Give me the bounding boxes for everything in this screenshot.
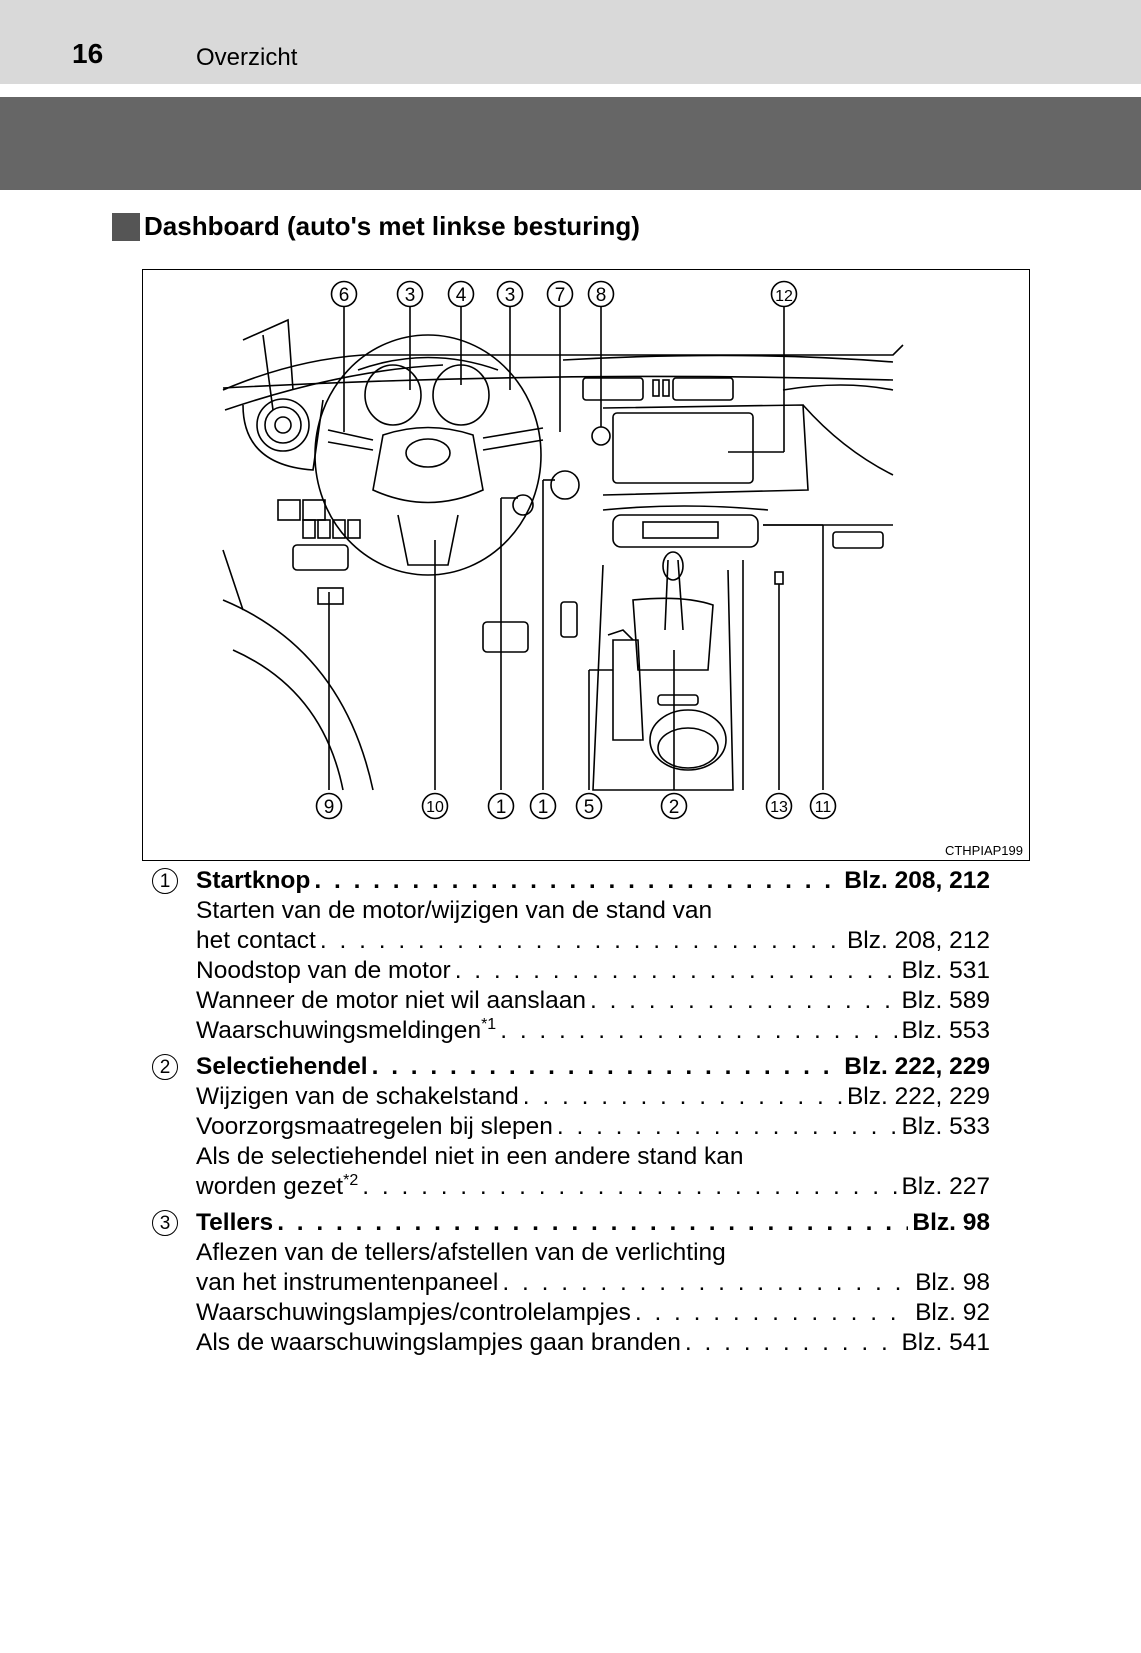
callout-label: 13 (770, 799, 788, 816)
page-reference: Blz. 227 (901, 1173, 990, 1200)
callout-label: 3 (505, 285, 516, 306)
leader-dots (635, 1298, 911, 1328)
entry-row: Starten van de motor/wijzigen van de sta… (150, 896, 990, 926)
leader-dots (685, 1328, 898, 1358)
section-title: Overzicht (196, 44, 298, 71)
entry-row: Wijzigen van de schakelstand Blz. 222, 2… (150, 1082, 990, 1112)
figure-code: CTHPIAP199 (944, 843, 1023, 858)
list-item: 2 Selectiehendel Blz. 222, 229 Wijzigen … (150, 1052, 990, 1202)
entry-text: van het instrumentenpaneel (196, 1269, 499, 1296)
page-header: 16 Overzicht (0, 0, 1141, 84)
entry-text: Noodstop van de motor (196, 957, 451, 984)
entry-text: Als de waarschuwingslampjes gaan branden (196, 1329, 681, 1356)
entry-label: worden gezet (196, 1173, 344, 1200)
leader-dots (502, 1268, 911, 1298)
page-reference: Blz. 208, 212 (846, 927, 990, 954)
entry-row: Waarschuwingsmeldingen*1 Blz. 553 (150, 1016, 990, 1046)
entry-row: worden gezet*2 Blz. 227 (150, 1172, 990, 1202)
leader-dots (277, 1208, 908, 1238)
page-number: 16 (72, 38, 104, 69)
callout-label: 1 (496, 797, 507, 818)
item-number: 2 (152, 1054, 178, 1080)
callout-label: 6 (339, 285, 350, 306)
page-reference: Blz. 222, 229 (844, 1053, 990, 1080)
list-item: 1 Startknop Blz. 208, 212 Starten van de… (150, 866, 990, 1046)
list-item: 3 Tellers Blz. 98 Aflezen van de tellers… (150, 1208, 990, 1358)
entry-text: Aflezen van de tellers/afstellen van de … (196, 1239, 726, 1266)
entry-text: Starten van de motor/wijzigen van de sta… (196, 897, 713, 924)
callout-label: 10 (426, 799, 444, 816)
callouts-top (330, 280, 798, 308)
heading-text: Dashboard (auto's met linkse besturing) (144, 211, 640, 241)
callouts-bottom (315, 792, 837, 820)
page-reference: Blz. 98 (912, 1209, 990, 1236)
page-reference: Blz. 589 (901, 987, 990, 1014)
leader-dots (557, 1112, 898, 1142)
entry-text: Voorzorgsmaatregelen bij slepen (196, 1113, 553, 1140)
page-reference: Blz. 553 (901, 1017, 990, 1044)
leader-dots (455, 956, 898, 986)
callout-label: 9 (324, 797, 335, 818)
item-title: Selectiehendel (196, 1053, 368, 1080)
callout-label: 2 (669, 797, 680, 818)
page-reference: Blz. 541 (901, 1329, 990, 1356)
dashboard-illustration: 6 3 4 3 7 8 12 9 10 1 1 5 2 13 11 CTHPIA… (142, 269, 1030, 861)
entry-row: Waarschuwingslampjes/controlelampjes Blz… (150, 1298, 990, 1328)
item-title-row: 1 Startknop Blz. 208, 212 (150, 866, 990, 896)
footnote-marker: *2 (343, 1171, 359, 1189)
callout-label: 7 (555, 285, 566, 306)
callout-label: 4 (456, 285, 467, 306)
leader-dots (320, 926, 843, 956)
page-reference: Blz. 533 (901, 1113, 990, 1140)
entry-row: Noodstop van de motor Blz. 531 (150, 956, 990, 986)
entry-label: Waarschuwingsmeldingen (196, 1017, 482, 1044)
entry-text: Waarschuwingslampjes/controlelampjes (196, 1299, 631, 1326)
page-reference: Blz. 98 (915, 1269, 990, 1296)
item-title-row: 2 Selectiehendel Blz. 222, 229 (150, 1052, 990, 1082)
entry-text: Waarschuwingsmeldingen*1 (196, 1016, 496, 1046)
page-reference: Blz. 92 (915, 1299, 990, 1326)
section-heading: Dashboard (auto's met linkse besturing) (112, 211, 640, 242)
entry-text: worden gezet*2 (196, 1172, 358, 1202)
heading-square-icon (112, 212, 140, 241)
item-number: 3 (152, 1210, 178, 1236)
entry-row: Voorzorgsmaatregelen bij slepen Blz. 533 (150, 1112, 990, 1142)
entry-row: het contact Blz. 208, 212 (150, 926, 990, 956)
footnote-marker: *1 (481, 1015, 497, 1033)
entry-row: Aflezen van de tellers/afstellen van de … (150, 1238, 990, 1268)
callout-label: 3 (405, 285, 416, 306)
header-band (0, 97, 1141, 190)
entry-row: Als de selectiehendel niet in een andere… (150, 1142, 990, 1172)
entry-row: Wanneer de motor niet wil aanslaan Blz. … (150, 986, 990, 1016)
callout-label: 5 (584, 797, 595, 818)
page-reference: Blz. 531 (901, 957, 990, 984)
page-reference: Blz. 222, 229 (846, 1083, 990, 1110)
leader-dots (362, 1172, 897, 1202)
leader-dots (590, 986, 898, 1016)
item-list: 1 Startknop Blz. 208, 212 Starten van de… (150, 866, 990, 1364)
leader-dots (523, 1082, 843, 1112)
entry-row: Als de waarschuwingslampjes gaan branden… (150, 1328, 990, 1358)
callout-label: 1 (538, 797, 549, 818)
leader-dots (314, 866, 840, 896)
entry-text: Als de selectiehendel niet in een andere… (196, 1143, 744, 1170)
dashboard-drawing: 6 3 4 3 7 8 12 9 10 1 1 5 2 13 11 (222, 280, 904, 820)
item-number: 1 (152, 868, 178, 894)
item-title: Startknop (196, 867, 311, 894)
page-reference: Blz. 208, 212 (844, 867, 990, 894)
item-title: Tellers (196, 1209, 274, 1236)
entry-text: Wijzigen van de schakelstand (196, 1083, 519, 1110)
entry-text: het contact (196, 927, 316, 954)
callout-label: 11 (815, 799, 832, 816)
item-title-row: 3 Tellers Blz. 98 (150, 1208, 990, 1238)
entry-row: van het instrumentenpaneel Blz. 98 (150, 1268, 990, 1298)
leader-dots (500, 1016, 897, 1046)
callout-label: 8 (596, 285, 607, 306)
leader-dots (372, 1052, 841, 1082)
callout-label: 12 (775, 288, 793, 305)
entry-text: Wanneer de motor niet wil aanslaan (196, 987, 586, 1014)
